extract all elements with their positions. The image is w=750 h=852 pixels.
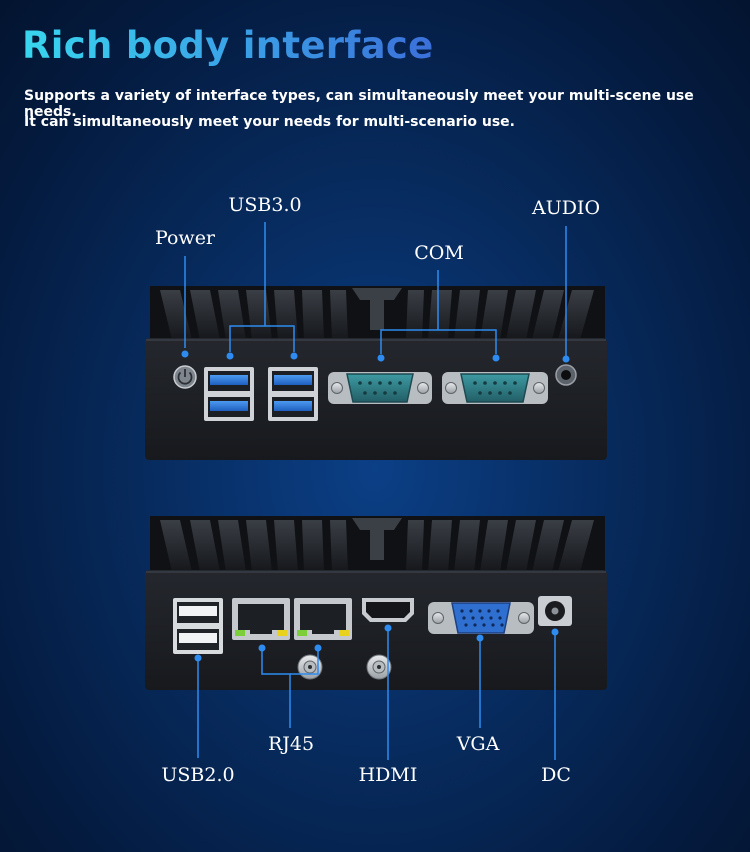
page-title: Rich body interface: [22, 24, 434, 67]
label-audio: AUDIO: [531, 197, 601, 219]
rj45-port-2: [294, 598, 352, 640]
label-hdmi: HDMI: [358, 764, 418, 786]
rj45-port-1: [232, 598, 290, 640]
antenna-connector-1: [297, 654, 323, 680]
antenna-connector-2: [366, 654, 392, 680]
usb3-ports: [204, 367, 318, 421]
subtitle-line-2: It can simultaneously meet your needs fo…: [24, 114, 515, 130]
label-usb3: USB3.0: [228, 194, 302, 216]
front-heatsink-fins: [150, 286, 605, 342]
antenna-connectors: [297, 654, 392, 680]
label-rj45: RJ45: [267, 733, 315, 755]
label-dc: DC: [541, 764, 571, 786]
audio-jack: [555, 364, 577, 386]
label-power: Power: [154, 227, 216, 249]
label-com: COM: [414, 242, 464, 264]
front-callout-lines: [184, 222, 567, 356]
subtitle-line-1: Supports a variety of interface types, c…: [24, 88, 694, 120]
dc-jack: [538, 596, 572, 626]
rear-callout-dots: [194, 624, 559, 662]
front-panel: [145, 286, 607, 460]
label-usb2: USB2.0: [161, 764, 235, 786]
rear-panel: [145, 516, 607, 690]
hdmi-port: [362, 598, 414, 622]
vga-port: [428, 602, 534, 634]
com-ports: [328, 372, 548, 404]
front-callout-dots: [181, 350, 570, 363]
power-button: [173, 365, 197, 389]
usb2-ports: [173, 598, 223, 654]
rear-callout-lines: [197, 628, 556, 760]
com-port-2: [442, 372, 548, 404]
rear-heatsink-fins: [150, 516, 605, 575]
rj45-ports: [232, 598, 352, 640]
com-port-1: [328, 372, 432, 404]
label-vga: VGA: [456, 733, 500, 755]
